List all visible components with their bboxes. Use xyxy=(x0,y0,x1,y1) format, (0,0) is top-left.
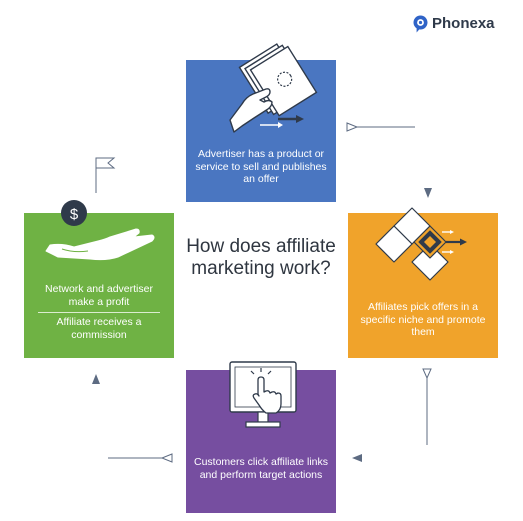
step-customers-text: Customers click affiliate links and perf… xyxy=(194,456,329,481)
flag-icon xyxy=(95,157,116,193)
step-affiliates: Affiliates pick offers in a specific nic… xyxy=(348,207,498,358)
brand-name: Phonexa xyxy=(432,15,495,32)
coin-symbol: $ xyxy=(69,206,79,223)
step-network: $ Network and advertiser make a profit A… xyxy=(24,200,174,358)
hand-coin-icon xyxy=(45,200,155,261)
step-network-divider xyxy=(38,312,160,313)
brand-logo: Phonexa xyxy=(413,14,517,34)
step-advertiser-text: Advertiser has a product or service to s… xyxy=(195,148,327,185)
monitor-click-icon xyxy=(229,361,297,428)
diagram-title: How does affiliate marketing work? xyxy=(186,236,336,279)
hand-document-icon xyxy=(229,43,318,133)
step-customers: Customers click affiliate links and perf… xyxy=(186,361,336,513)
step-network-text-2: Affiliate receives a commission xyxy=(56,316,142,341)
step-advertiser: Advertiser has a product or service to s… xyxy=(186,43,336,202)
step-network-text: Network and advertiser make a profit xyxy=(45,283,153,308)
phonexa-logo-icon xyxy=(413,15,428,33)
step-affiliates-text: Affiliates pick offers in a specific nic… xyxy=(360,301,486,338)
diamond-network-icon xyxy=(375,207,467,281)
